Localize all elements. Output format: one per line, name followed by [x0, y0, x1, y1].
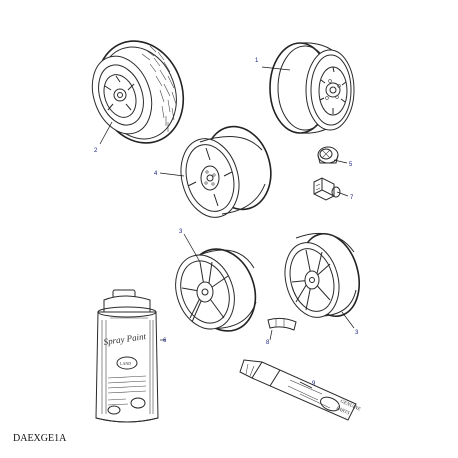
callout-1: 1 [255, 58, 259, 64]
callout-2: 2 [94, 148, 98, 154]
callout-3-right: 3 [355, 330, 359, 336]
tyre-wheel-drawing [91, 40, 185, 144]
steel-wheel-drawing [269, 42, 355, 134]
callout-7: 7 [350, 195, 354, 201]
callout-9: 9 [312, 381, 316, 387]
callout-4: 4 [154, 171, 158, 177]
alloy-wheel-5-star-drawing [175, 248, 257, 332]
callout-5: 5 [349, 162, 353, 168]
paint-pen-brand-lettering-2: PARTS [334, 406, 350, 417]
diagram-code: DAEXGE1A [13, 433, 67, 444]
alloy-wheel-4-drawing [180, 125, 272, 218]
spray-can-logo-lettering: LAND [120, 361, 131, 366]
callout-numbers: 1 2 4 5 7 3 3 8 6 9 [94, 58, 359, 387]
balance-weight-drawing [267, 317, 297, 331]
alloy-wheel-spoked-drawing [284, 232, 360, 318]
wheel-nut-drawing [313, 177, 341, 201]
callout-8: 8 [266, 340, 270, 346]
spray-can-drawing: Spray Paint LAND [95, 289, 159, 423]
callout-6: 6 [163, 338, 167, 344]
paint-pen-drawing: GENUINE PARTS [239, 359, 361, 421]
callout-3-left: 3 [179, 229, 183, 235]
leader-lines [99, 66, 355, 389]
center-cap-drawing [317, 146, 339, 164]
